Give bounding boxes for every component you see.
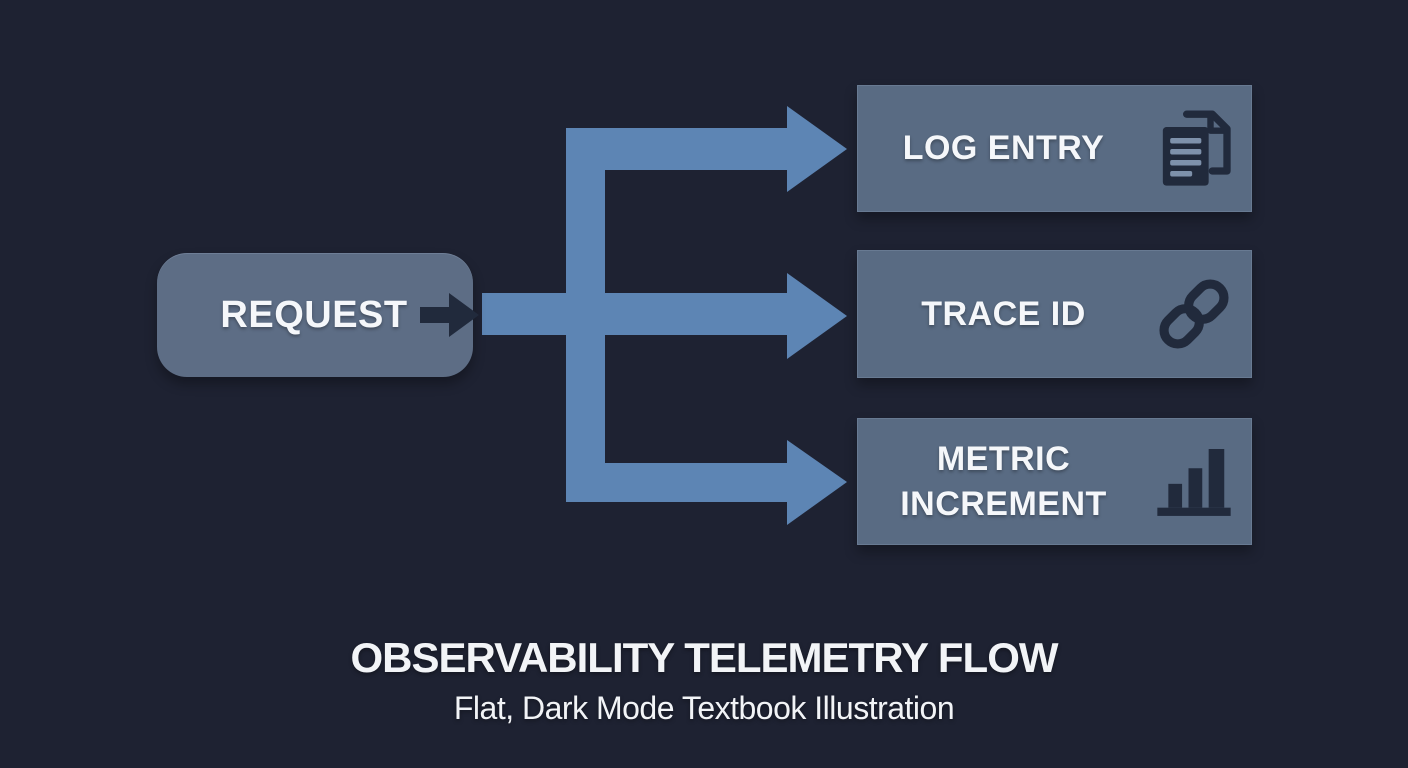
caption-title: OBSERVABILITY TELEMETRY FLOW <box>350 634 1058 681</box>
arrow-bottom-body <box>566 463 788 502</box>
arrow-right-icon <box>419 293 479 337</box>
caption-subtitle: Flat, Dark Mode Textbook Illustration <box>453 690 955 726</box>
documents-icon <box>1162 110 1231 186</box>
arrow-top-head <box>787 106 847 192</box>
link-icon <box>1159 279 1229 349</box>
caption: OBSERVABILITY TELEMETRY FLOW Flat, Dark … <box>0 634 1408 730</box>
arrow-middle-body <box>482 293 788 335</box>
arrow-middle-head <box>787 273 847 359</box>
trace-id-node: TRACE ID <box>857 250 1252 378</box>
metric-increment-label: METRIC INCREMENT <box>900 439 1107 523</box>
bar-chart-icon <box>1157 448 1231 516</box>
arrow-bottom-head <box>787 440 847 525</box>
log-entry-node: LOG ENTRY <box>857 85 1252 212</box>
request-label: REQUEST <box>220 293 408 336</box>
trace-id-label: TRACE ID <box>921 294 1086 333</box>
log-entry-label: LOG ENTRY <box>902 129 1105 168</box>
arrow-top-body <box>566 128 788 170</box>
request-node: REQUEST <box>157 253 479 377</box>
metric-increment-node: METRIC INCREMENT <box>857 418 1252 545</box>
